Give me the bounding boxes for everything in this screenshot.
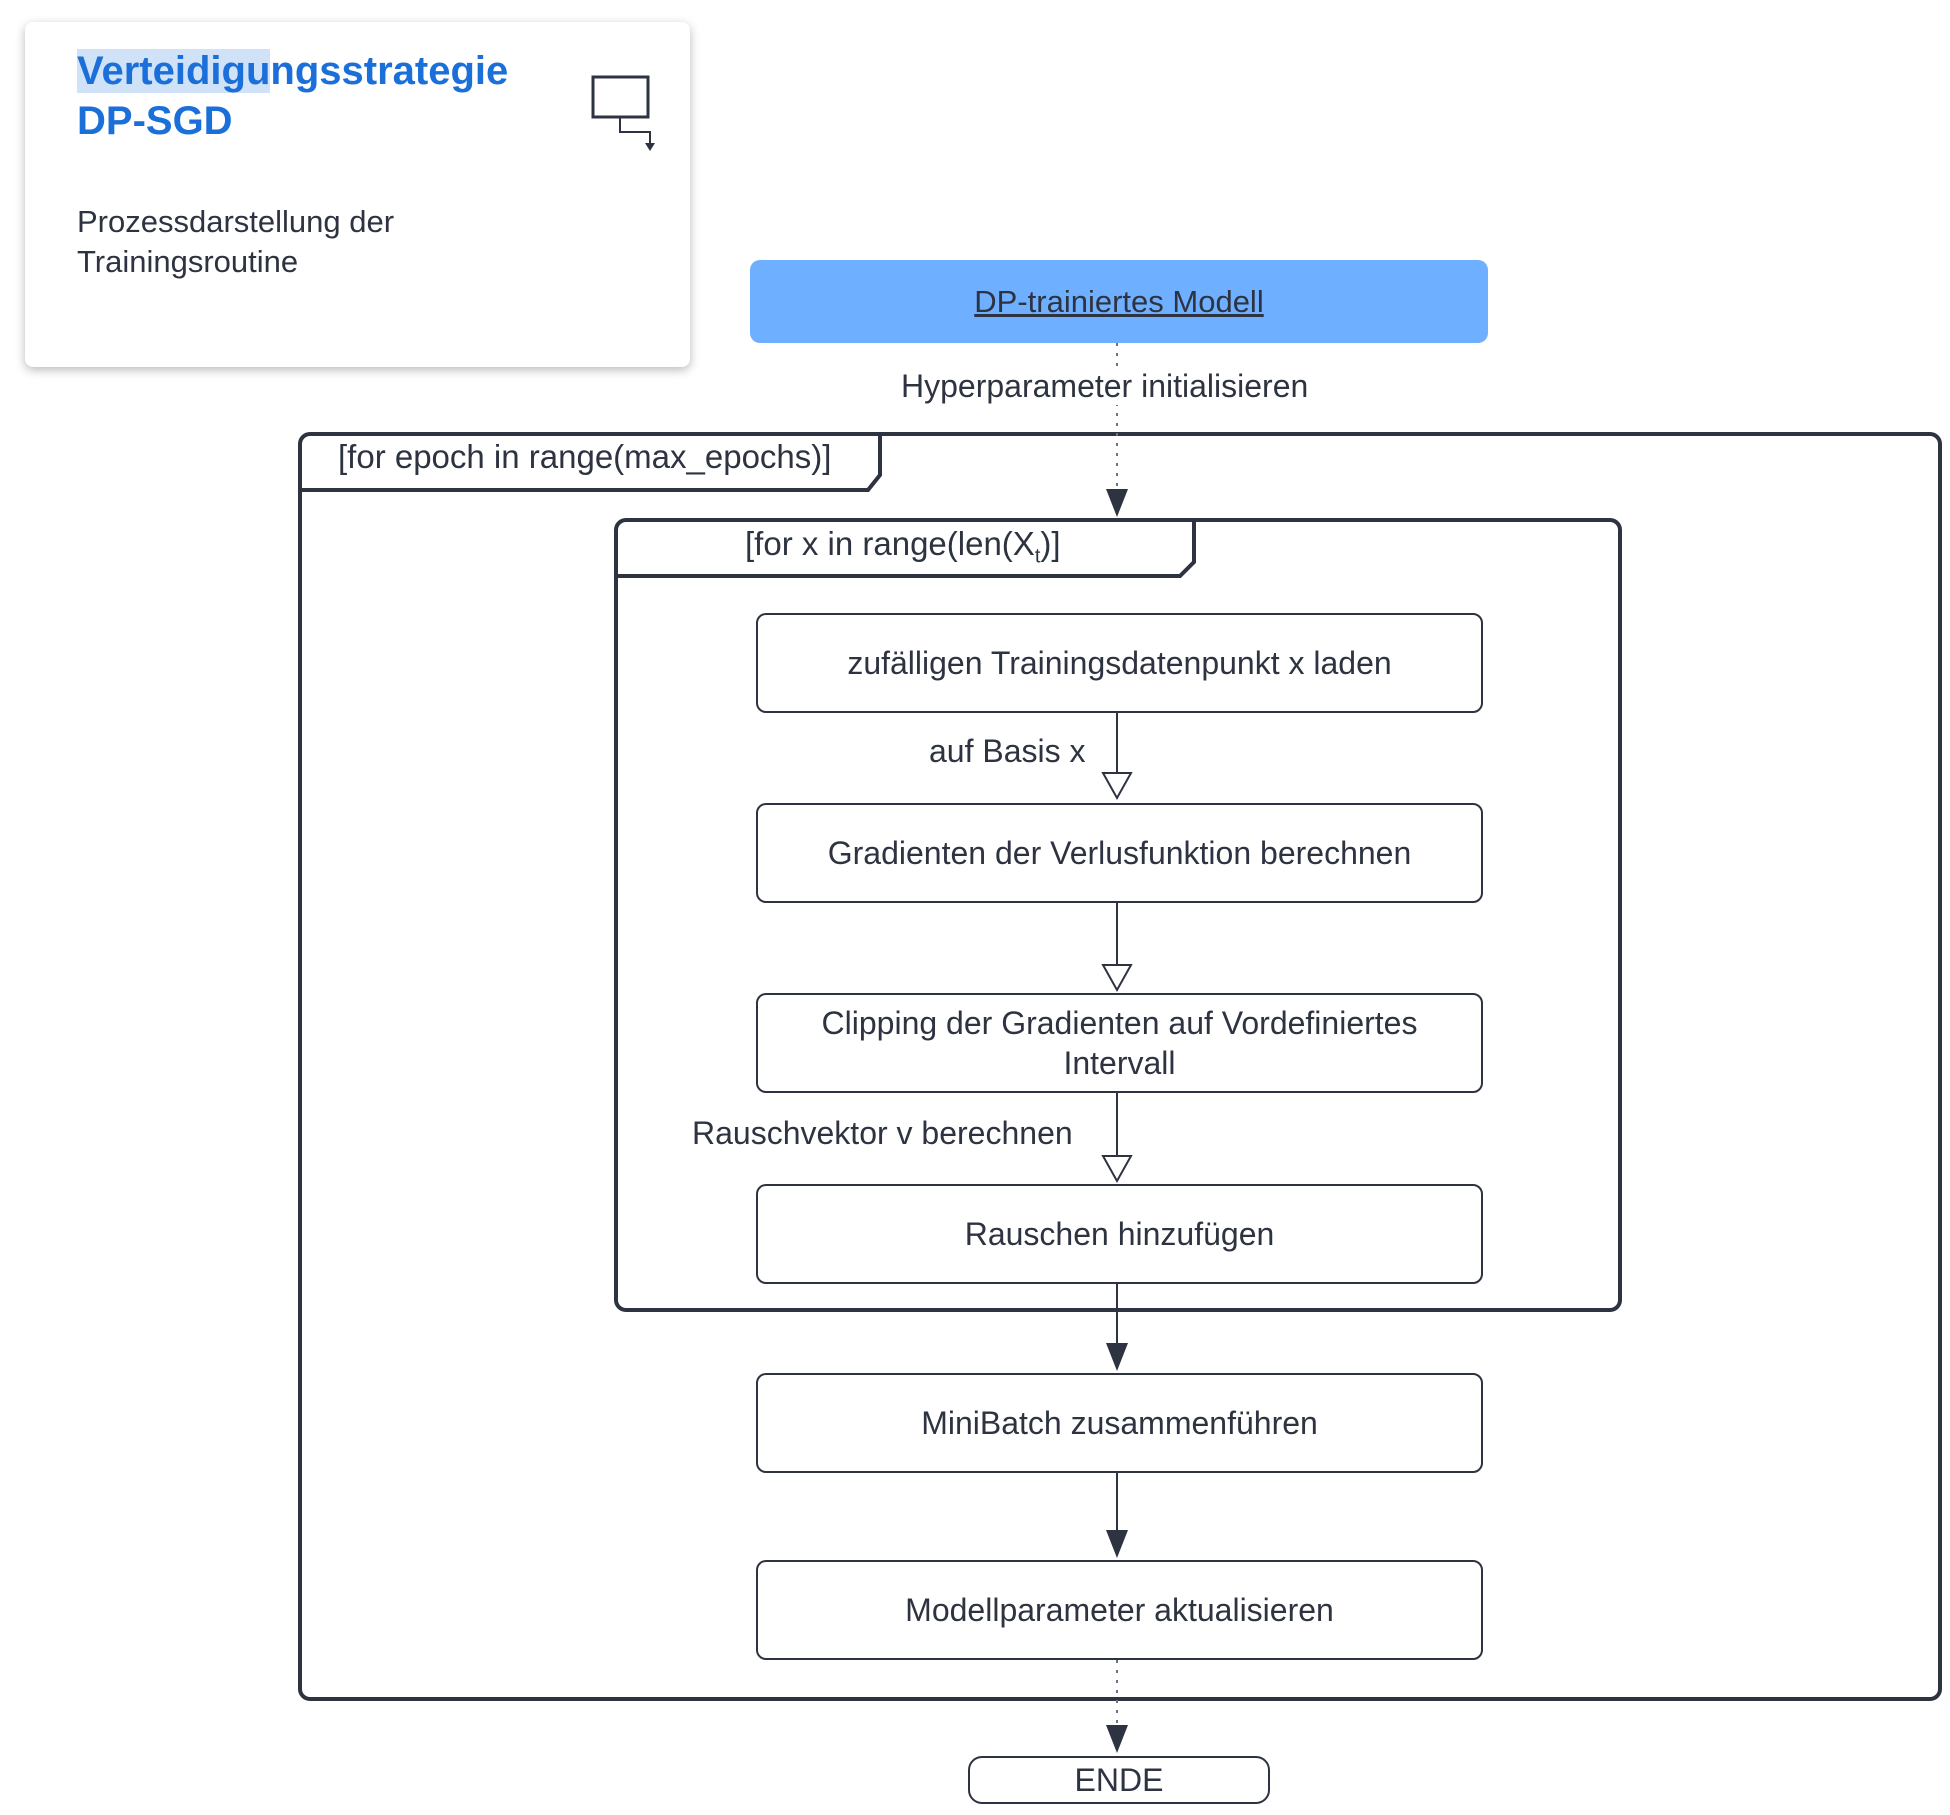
process-add-noise[interactable]: Rauschen hinzufügen bbox=[756, 1184, 1483, 1284]
edge-load-arrowhead bbox=[1101, 772, 1133, 801]
edge-label-basis: auf Basis x bbox=[929, 733, 1086, 770]
end-node[interactable]: ENDE bbox=[968, 1756, 1270, 1804]
inner-loop-label: [for x in range(len(Xt)] bbox=[745, 525, 1061, 569]
process-clip-gradients[interactable]: Clipping der Gradienten auf Vordefiniert… bbox=[756, 993, 1483, 1093]
inner-loop-label-tab bbox=[616, 520, 1196, 578]
edge-minibatch-arrowhead bbox=[1106, 1530, 1128, 1558]
inner-loop-label-prefix: [for x in range(len(X bbox=[745, 525, 1035, 562]
title-line-2: DP-SGD bbox=[77, 99, 233, 143]
process-compute-gradients[interactable]: Gradienten der Verlusfunktion berechnen bbox=[756, 803, 1483, 903]
diagram-subtitle: Prozessdarstellung der Trainingsroutine bbox=[77, 204, 395, 279]
edge-end-arrowhead bbox=[1106, 1725, 1128, 1753]
diagram-title: Verteidigungsstrategie DP-SGD bbox=[77, 46, 508, 146]
edge-clipping-arrowhead bbox=[1101, 1155, 1133, 1184]
edge-label-noise-vector: Rauschvektor v berechnen bbox=[692, 1115, 1073, 1152]
edge-label-init: Hyperparameter initialisieren bbox=[901, 368, 1309, 405]
start-node[interactable]: DP-trainiertes Modell bbox=[750, 260, 1488, 343]
edge-noise-arrowhead bbox=[1106, 1343, 1128, 1371]
monitor-icon[interactable] bbox=[590, 52, 685, 152]
info-card: Verteidigungsstrategie DP-SGD Prozessdar… bbox=[25, 22, 690, 367]
inner-loop-label-suffix: )] bbox=[1040, 525, 1061, 562]
process-merge-minibatch[interactable]: MiniBatch zusammenführen bbox=[756, 1373, 1483, 1473]
outer-loop-frame bbox=[298, 432, 1942, 1701]
process-update-parameters[interactable]: Modellparameter aktualisieren bbox=[756, 1560, 1483, 1660]
inner-loop-label-subscript: t bbox=[1034, 545, 1041, 568]
outer-loop-label: [for epoch in range(max_epochs)] bbox=[338, 438, 832, 475]
process-load-datapoint[interactable]: zufälligen Trainingsdatenpunkt x laden bbox=[756, 613, 1483, 713]
edge-start-arrowhead bbox=[1106, 489, 1128, 517]
title-highlighted-part: Verteidigu bbox=[77, 49, 271, 93]
edge-gradients-arrowhead bbox=[1101, 964, 1133, 993]
outer-loop-label-tab bbox=[300, 434, 882, 492]
title-part: ngsstrategie bbox=[270, 49, 509, 93]
